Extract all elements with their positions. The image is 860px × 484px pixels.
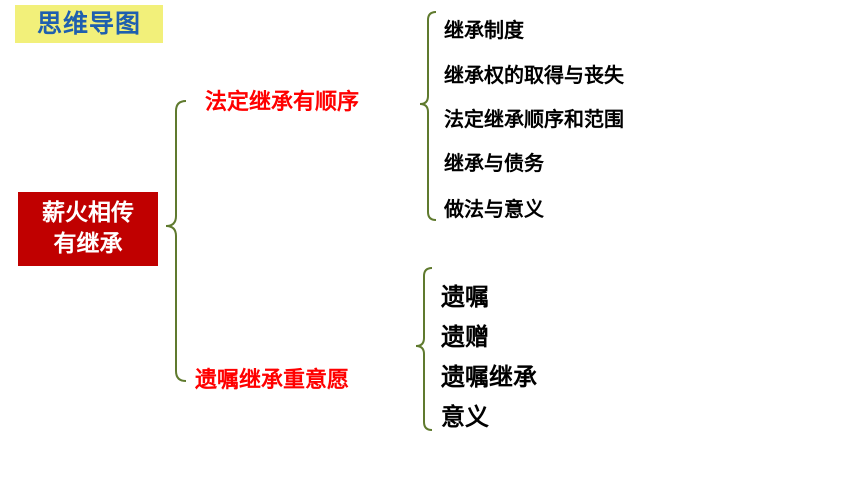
leaf-item: 继承与债务	[444, 151, 544, 175]
leaf-item: 意义	[441, 403, 489, 431]
leaf-item: 继承权的取得与丧失	[444, 63, 624, 87]
branch2-brace	[415, 267, 433, 431]
leaf-item: 继承制度	[444, 18, 524, 42]
main-brace	[165, 100, 187, 382]
branch-statutory: 法定继承有顺序	[205, 90, 360, 115]
leaf-item: 遗赠	[441, 323, 489, 351]
root-line-1: 薪火相传	[42, 200, 134, 226]
leaf-item: 做法与意义	[444, 197, 544, 221]
leaf-item: 遗嘱继承	[441, 363, 537, 391]
root-node: 薪火相传 有继承	[18, 192, 158, 266]
branch1-brace	[419, 11, 437, 221]
branch-will: 遗嘱继承重意愿	[195, 368, 350, 393]
leaf-item: 遗嘱	[441, 283, 489, 311]
mindmap-title: 思维导图	[15, 5, 163, 43]
leaf-item: 法定继承顺序和范围	[444, 107, 624, 131]
root-line-2: 有继承	[53, 231, 123, 257]
